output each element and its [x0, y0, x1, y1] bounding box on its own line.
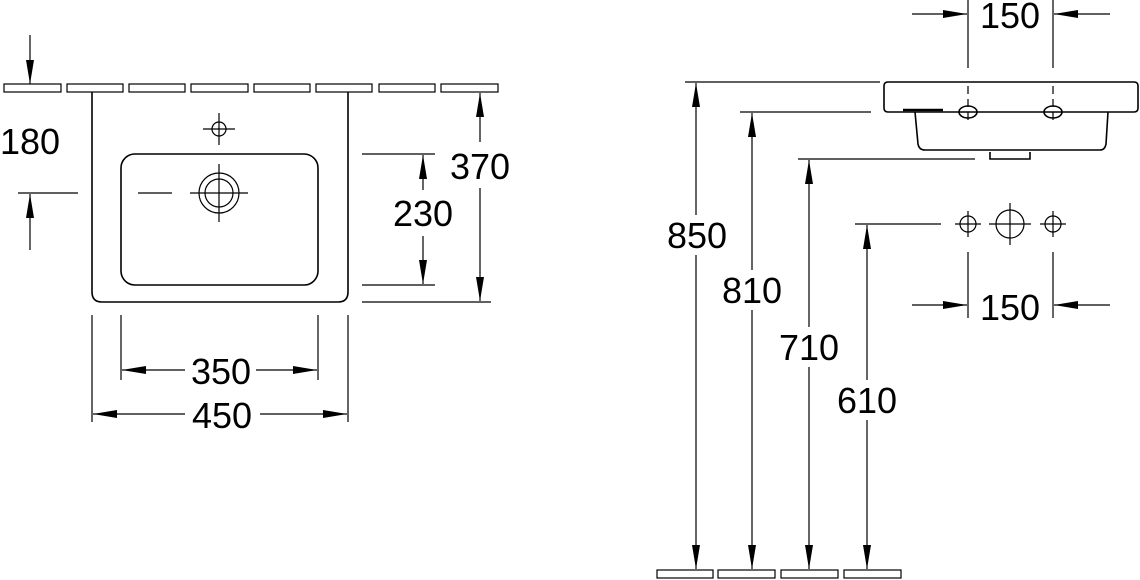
height-dims: 850 810 710 610: [667, 83, 897, 569]
dim-label-180: 180: [0, 121, 60, 162]
dim-label-710: 710: [779, 327, 839, 368]
dim-label-230: 230: [393, 193, 453, 234]
dim-tap-to-wall: 180: [0, 35, 78, 250]
basin-side-profile: [883, 81, 1139, 160]
dim-bowl-depth: 230: [362, 153, 453, 286]
wall-tiles: [3, 83, 499, 93]
dim-label-810: 810: [722, 270, 782, 311]
tap-hole-icon: [203, 113, 235, 145]
dim-label-850: 850: [667, 215, 727, 256]
dim-label-350: 350: [191, 351, 251, 392]
reference-lines: [685, 81, 975, 225]
drain-icon: [138, 164, 248, 222]
dim-label-450: 450: [192, 395, 252, 436]
basin-bowl: [120, 153, 319, 286]
dim-overall-depth: 370: [362, 93, 510, 303]
dim-supply-spacing: 150: [912, 252, 1110, 328]
floor-tiles: [656, 569, 902, 579]
dim-tap-spacing-top: 150: [912, 0, 1110, 68]
dim-widths: 350 450: [91, 315, 349, 436]
plan-view: 180 230 370 350 450: [0, 35, 510, 436]
dim-label-150-bottom: 150: [980, 287, 1040, 328]
dim-label-610: 610: [837, 380, 897, 421]
side-view: 150 850 810 710: [656, 0, 1139, 579]
dim-label-150-top: 150: [980, 0, 1040, 36]
basin-outline: [91, 92, 349, 303]
dim-label-370: 370: [450, 146, 510, 187]
supply-pipes-icon: [955, 203, 1066, 245]
